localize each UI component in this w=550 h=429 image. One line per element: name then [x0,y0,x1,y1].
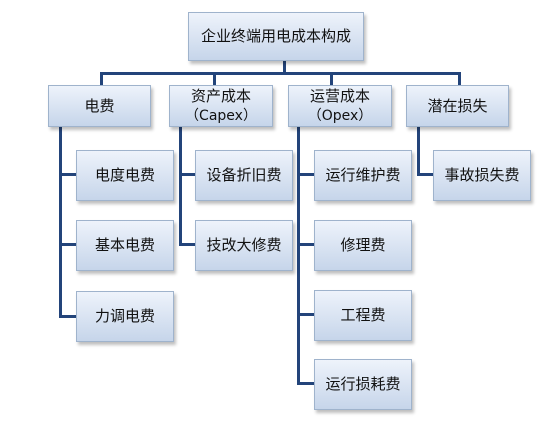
category-sublabel: （Capex） [185,107,257,124]
leaf-label: 设备折旧费 [206,166,282,185]
category-label: 潜在损失 [427,96,488,115]
connector-cat3-branch1 [297,173,314,176]
category-node-capex: 资产成本 （Capex） [169,85,273,127]
leaf-node: 技改大修费 [195,220,293,271]
leaf-label: 基本电费 [94,236,155,255]
leaf-node: 修理费 [314,220,412,271]
connector-cat2-drop [213,72,216,85]
connector-cat1-drop [100,72,103,85]
connector-cat4-drop [458,72,461,85]
category-label: 资产成本 [190,87,251,106]
connector-cat4-branch1 [417,173,433,176]
category-node-opex: 运营成本 （Opex） [288,85,392,127]
category-label: 电费 [84,96,115,115]
connector-cat1-branch2 [59,243,76,246]
leaf-label: 力调电费 [94,307,155,326]
leaf-label: 修理费 [340,236,386,255]
leaf-label: 事故损失费 [444,166,520,185]
connector-cat4-spine [417,127,420,176]
leaf-node: 力调电费 [76,291,174,342]
leaf-node: 事故损失费 [433,150,531,201]
connector-cat3-branch4 [297,382,314,385]
leaf-label: 电度电费 [94,166,155,185]
connector-root-down [283,61,286,75]
connector-cat2-branch1 [179,173,195,176]
leaf-label: 工程费 [340,306,386,325]
root-node: 企业终端用电成本构成 [188,12,364,61]
leaf-label: 技改大修费 [206,236,282,255]
connector-cat1-branch1 [59,173,76,176]
leaf-node: 电度电费 [76,150,174,201]
leaf-node: 运行损耗费 [314,359,412,410]
leaf-label: 运行维护费 [325,166,401,185]
leaf-node: 运行维护费 [314,150,412,201]
connector-cat3-branch2 [297,243,314,246]
connector-cat2-spine [179,127,182,246]
connector-cat2-branch2 [179,243,195,246]
connector-top-bus [100,72,461,75]
category-label: 运营成本 [309,87,370,106]
connector-cat3-spine [297,127,300,385]
connector-cat1-spine [59,127,62,318]
category-node-electricity: 电费 [48,85,151,127]
leaf-node: 工程费 [314,290,412,341]
category-sublabel: （Opex） [307,107,373,124]
connector-cat1-branch3 [59,315,76,318]
category-node-potential-loss: 潜在损失 [406,85,509,127]
connector-cat3-drop [330,72,333,85]
root-label: 企业终端用电成本构成 [200,27,351,46]
leaf-node: 设备折旧费 [195,150,293,201]
leaf-label: 运行损耗费 [325,375,401,394]
leaf-node: 基本电费 [76,220,174,271]
connector-cat3-branch3 [297,313,314,316]
